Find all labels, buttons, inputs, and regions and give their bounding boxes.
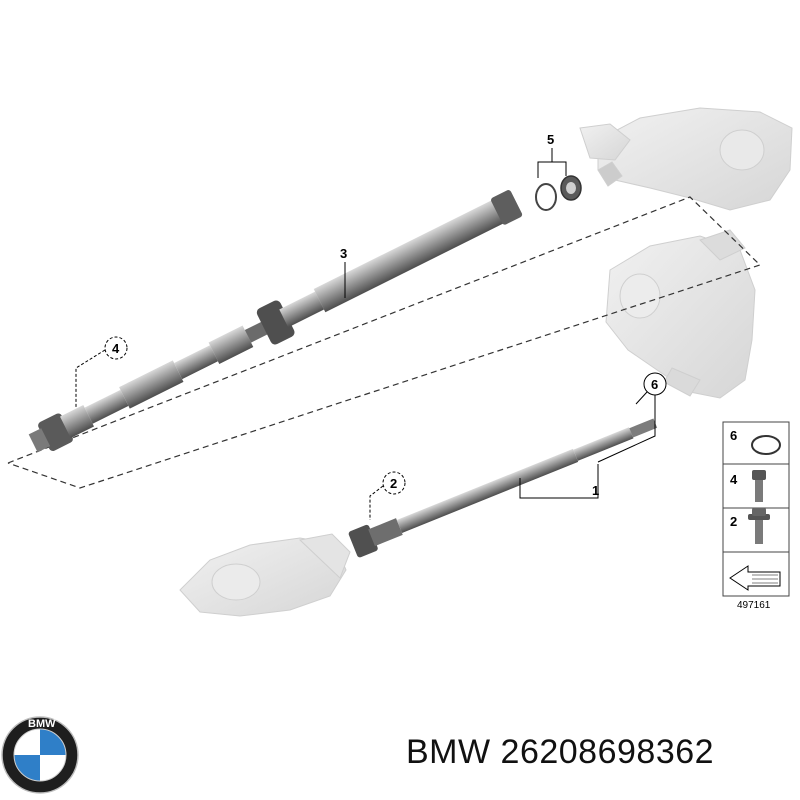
brand-name: BMW: [406, 733, 491, 771]
legend-number: 6: [730, 428, 737, 443]
parts-legend: 6 4 2 497161: [722, 421, 790, 611]
callout-number: 3: [340, 246, 347, 261]
callout-number: 4: [112, 341, 120, 356]
bmw-logo: BMW: [1, 716, 79, 794]
flange-bolt-icon: [748, 508, 770, 544]
callout-number: 1: [592, 483, 599, 498]
legend-number: 2: [730, 514, 737, 529]
logo-text: BMW: [28, 718, 56, 730]
callout-5: 5: [537, 132, 567, 178]
bolt-icon: [752, 470, 766, 502]
callout-1: 1: [519, 464, 599, 499]
callout-3: 3: [340, 246, 347, 298]
transfer-case-ghost: [605, 229, 756, 399]
legend-number: 4: [730, 472, 738, 487]
shaft-seal-parts: [535, 175, 582, 211]
group-outline: [7, 196, 762, 489]
diagram-id: 497161: [737, 600, 771, 611]
o-ring-icon: [751, 435, 781, 455]
callout-number: 6: [651, 377, 658, 392]
callout-number: 5: [547, 132, 554, 147]
callout-4: 4: [75, 336, 128, 408]
rear-differential-ghost: [579, 107, 793, 211]
part-caption: BMW 26208698362: [406, 733, 796, 772]
front-propeller-shaft: [348, 418, 658, 558]
rear-propeller-shaft: [28, 190, 523, 453]
part-number: 26208698362: [500, 733, 715, 771]
callout-6: 6: [597, 372, 667, 463]
front-axle-ghost: [179, 533, 351, 617]
callout-2: 2: [369, 471, 406, 520]
callout-number: 2: [390, 476, 397, 491]
arrow-icon: [729, 565, 781, 591]
